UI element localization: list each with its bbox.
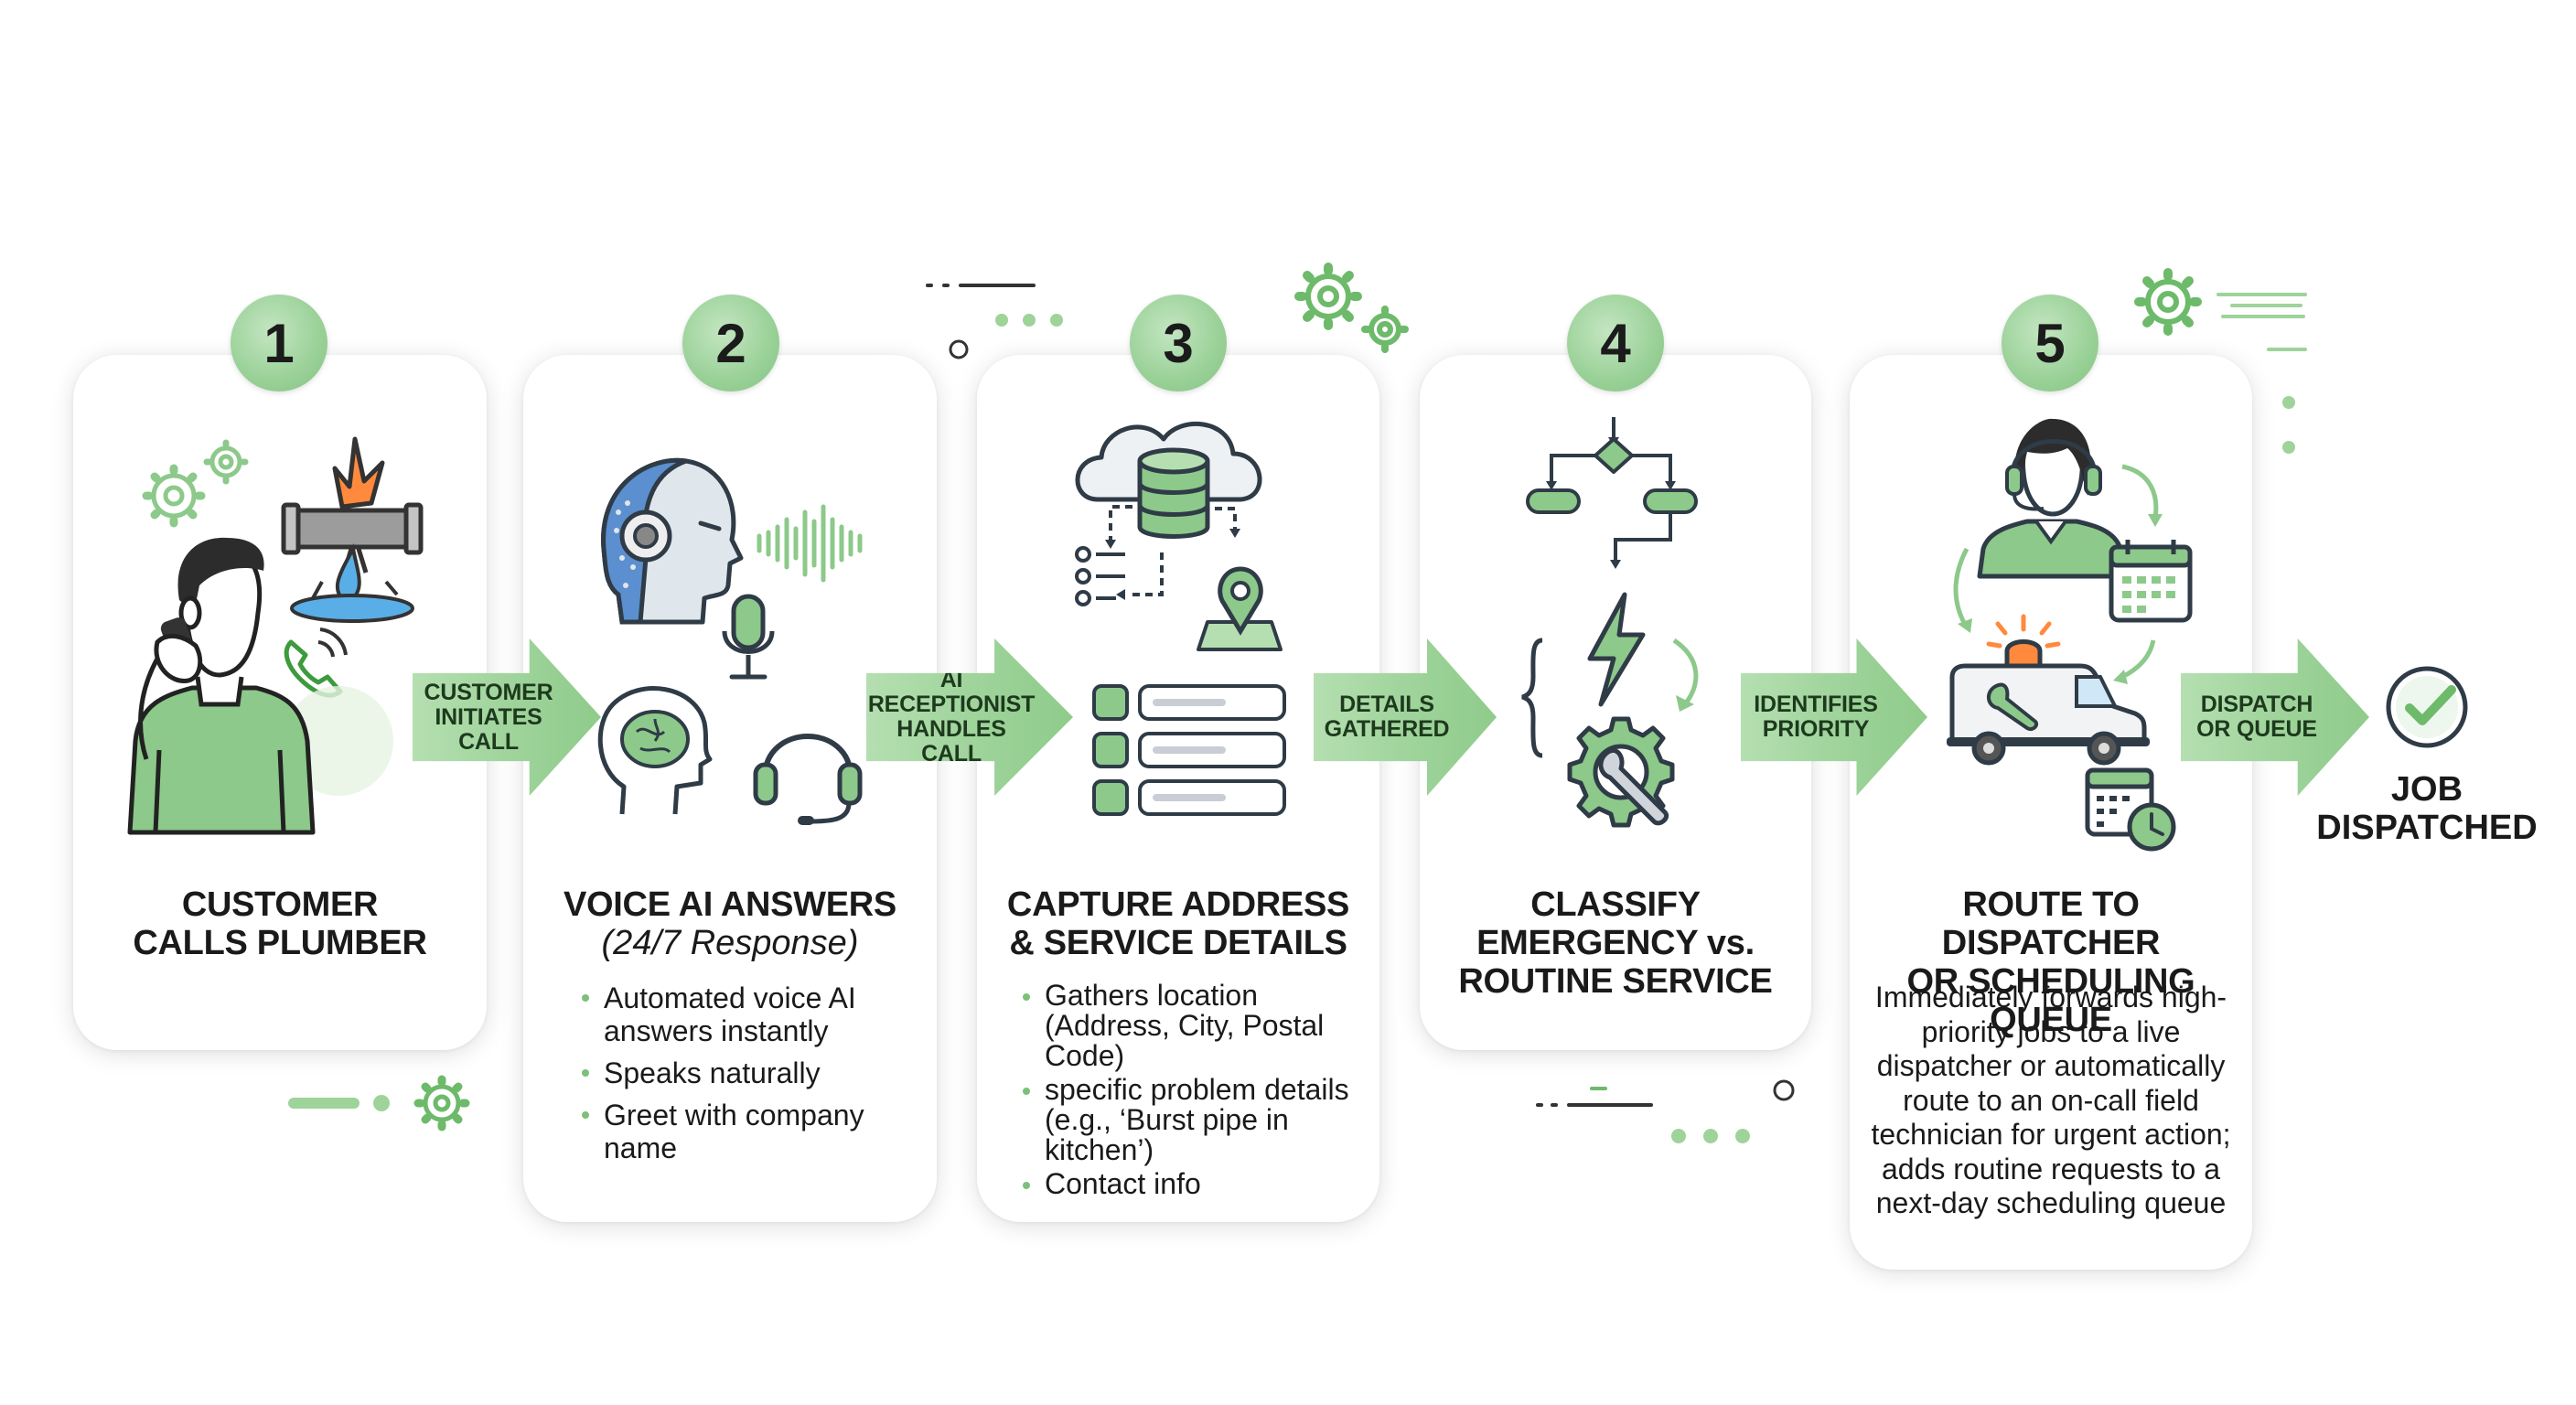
step-number-badge-5: 5 [2002, 295, 2098, 391]
bullet-item: Contact info [1021, 1169, 1368, 1199]
step-description-5: Immediately forwards high-priority jobs … [1871, 981, 2231, 1219]
gear-icon [1294, 263, 1409, 353]
voice-ai-robot-icon [597, 457, 863, 825]
step-bullets-2: Automated voice AI answers instantly Spe… [580, 981, 909, 1174]
bullet-item: Greet with company name [580, 1099, 909, 1164]
customer-on-phone-icon [127, 436, 424, 835]
step-number-badge-2: 2 [682, 295, 779, 391]
step-title-5: ROUTE TO DISPATCHER OR SCHEDULING QUEUE [1906, 885, 2195, 1039]
bullet-item: Speaks naturally [580, 1056, 909, 1089]
step-number-badge-3: 3 [1130, 295, 1227, 391]
job-dispatched-label: JOB DISPATCHED [2316, 770, 2538, 847]
step-number-badge-1: 1 [231, 295, 327, 391]
step-title-1: CUSTOMER CALLS PLUMBER [133, 885, 427, 962]
step-title-3: CAPTURE ADDRESS & SERVICE DETAILS [1006, 885, 1350, 962]
flow-arrow-label-4: IDENTIFIES PRIORITY [1754, 692, 1878, 742]
bullet-item: Automated voice AI answers instantly [580, 981, 909, 1047]
bullet-item: specific problem details (e.g., ‘Burst p… [1021, 1075, 1368, 1165]
gear-icon [2134, 268, 2307, 409]
flow-arrow-label-3: DETAILS GATHERED [1324, 692, 1450, 742]
flow-arrow-label-1: CUSTOMER INITIATES CALL [424, 679, 553, 755]
check-circle-icon [2386, 666, 2468, 748]
flow-arrow-label-2: AI RECEPTIONIST HANDLES CALL [867, 667, 1036, 767]
decor-dash-top [926, 284, 1063, 359]
bullet-item: Gathers location (Address, City, Postal … [1021, 981, 1368, 1071]
decor-dash-bottom-mid [1536, 1079, 1795, 1143]
step-title-2: VOICE AI ANSWERS [564, 885, 896, 924]
classify-flowchart-icon [1521, 417, 1699, 828]
decor-dot [2282, 441, 2295, 454]
decor-dash-bottom-left [288, 1075, 470, 1132]
step-title-4: CLASSIFY EMERGENCY vs. ROUTINE SERVICE [1458, 885, 1773, 1001]
step-number-badge-4: 4 [1567, 295, 1664, 391]
dispatcher-van-icon [1947, 418, 2193, 852]
flow-arrow-label-5: DISPATCH OR QUEUE [2196, 692, 2317, 742]
step-bullets-3: Gathers location (Address, City, Postal … [1021, 981, 1368, 1203]
step-subtitle-2: (24/7 Response) [601, 924, 859, 962]
data-capture-icon [1075, 421, 1286, 816]
